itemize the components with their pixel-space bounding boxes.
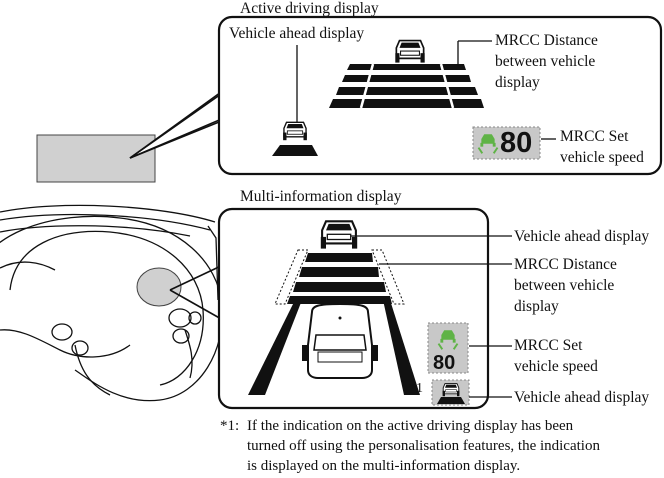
footnote-line-2: turned off using the personalisation fea…: [247, 438, 600, 454]
top-callout-connector: [129, 88, 225, 159]
bottom-panel-title: Multi-information display: [240, 188, 402, 205]
bottom-label-distance-1: MRCC Distance: [514, 256, 617, 273]
bottom-speed-value: 80: [433, 352, 456, 374]
bottom-label-set-speed-2: vehicle speed: [514, 358, 598, 375]
top-leader-lines: [296, 40, 556, 140]
bottom-label-set-speed-1: MRCC Set: [514, 337, 583, 354]
top-vehicle-ahead-small: [272, 121, 318, 156]
bottom-leader-lines: [351, 235, 512, 398]
bottom-label-distance-2: between vehicle: [514, 277, 615, 294]
top-label-distance-2: between vehicle: [495, 53, 596, 70]
top-label-distance-1: MRCC Distance: [495, 32, 598, 49]
bottom-lane-lines: [248, 300, 420, 395]
bottom-distance-bars: [274, 249, 405, 305]
bottom-vehicle-ahead-box: [431, 379, 470, 406]
top-distance-bars: [329, 63, 484, 109]
dashboard-outline: [0, 204, 224, 402]
footnote-marker: *1:: [220, 418, 240, 434]
top-label-distance-3: display: [495, 74, 540, 91]
bottom-label-vehicle-ahead-top: Vehicle ahead display: [514, 228, 650, 245]
bottom-label-distance-3: display: [514, 298, 559, 315]
top-label-set-speed-1: MRCC Set: [560, 128, 629, 145]
top-panel-title: Active driving display: [240, 0, 379, 17]
bottom-label-vehicle-ahead-bottom: Vehicle ahead display: [514, 389, 650, 406]
top-speed-box: [472, 126, 541, 160]
bottom-callout-connector: [169, 264, 224, 321]
top-speed-value: 80: [500, 127, 533, 159]
mid-screen-circle: [136, 267, 182, 307]
footnote-line-1: If the indication on the active driving …: [247, 418, 574, 434]
windshield-screen-rect: [36, 134, 156, 183]
top-label-vehicle-ahead: Vehicle ahead display: [229, 25, 365, 42]
bottom-speed-box: [427, 322, 469, 374]
top-label-set-speed-2: vehicle speed: [560, 149, 644, 166]
own-car-icon: [302, 302, 378, 379]
top-panel-frame: [217, 15, 663, 176]
bottom-footnote-marker: *1: [409, 381, 423, 396]
footnote-line-3: is displayed on the multi-information di…: [247, 458, 521, 474]
